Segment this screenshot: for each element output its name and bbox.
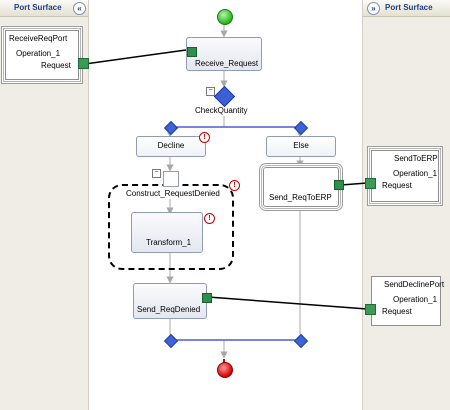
- send-req-to-erp-shape[interactable]: Send_ReqToERP: [261, 165, 341, 209]
- port-bindings: [84, 49, 368, 310]
- send-erp-port-message: Request: [382, 181, 412, 190]
- send-erp-message-icon: [334, 180, 344, 190]
- send-erp-port-name: SendToERP: [394, 154, 438, 163]
- send-req-to-erp-label: Send_ReqToERP: [269, 193, 332, 202]
- transform-error-icon: !: [204, 213, 215, 224]
- receive-request-label: Receive_Request: [195, 59, 259, 68]
- send-decline-port-operation: Operation_1: [393, 295, 438, 304]
- double-chevron-left-icon[interactable]: «: [73, 2, 86, 15]
- decide-collapse-icon[interactable]: −: [206, 87, 215, 96]
- decline-branch-label: Decline: [157, 141, 185, 150]
- transform-shape[interactable]: Transform_1: [131, 212, 203, 253]
- else-branch-label: Else: [293, 141, 309, 150]
- left-port-surface-header: Port Surface «: [0, 0, 88, 17]
- send-to-erp-port[interactable]: SendToERP Operation_1 Request: [369, 148, 441, 204]
- decline-branch[interactable]: Decline: [136, 136, 206, 157]
- start-shape-icon[interactable]: [217, 9, 233, 25]
- end-stem: [223, 359, 225, 363]
- binding-receive-port: [84, 49, 187, 65]
- construct-collapse-icon[interactable]: −: [152, 169, 161, 178]
- send-decline-port-message: Request: [382, 307, 412, 316]
- right-port-surface: » Port Surface: [362, 0, 450, 410]
- receive-req-port[interactable]: ReceiveReqPort Operation_1 Request: [3, 28, 81, 82]
- construct-request-denied-label: Construct_RequestDenied: [126, 189, 220, 198]
- receive-port-message: Request: [41, 61, 71, 70]
- receive-port-message-icon[interactable]: [78, 58, 89, 69]
- left-port-surface-title: Port Surface: [14, 3, 62, 12]
- send-erp-port-operation: Operation_1: [393, 169, 438, 178]
- decline-error-icon: !: [199, 132, 210, 143]
- construct-error-icon: !: [229, 180, 240, 191]
- send-req-denied-label: Send_ReqDenied: [137, 305, 201, 314]
- receive-message-icon: [187, 47, 197, 57]
- send-decline-port[interactable]: SendDeclinePort Operation_1 Request: [371, 276, 445, 326]
- construct-shape-icon[interactable]: [163, 171, 179, 187]
- send-req-denied-shape[interactable]: Send_ReqDenied: [133, 283, 207, 319]
- binding-send-decline-port: [207, 296, 368, 310]
- receive-request-shape[interactable]: Receive_Request: [186, 37, 262, 71]
- right-port-surface-title: Port Surface: [385, 3, 433, 12]
- check-quantity-label: CheckQuantity: [195, 106, 248, 115]
- end-shape-icon[interactable]: [217, 362, 233, 378]
- send-decline-port-name: SendDeclinePort: [384, 280, 445, 289]
- else-branch[interactable]: Else: [266, 136, 336, 157]
- right-port-surface-header: » Port Surface: [363, 0, 450, 17]
- send-decline-port-message-icon[interactable]: [365, 304, 376, 315]
- double-chevron-right-icon[interactable]: »: [367, 2, 380, 15]
- transform-label: Transform_1: [146, 238, 192, 247]
- binding-send-erp-port: [340, 182, 368, 186]
- send-erp-port-message-icon[interactable]: [365, 178, 376, 189]
- send-denied-message-icon: [202, 293, 212, 303]
- receive-port-name: ReceiveReqPort: [9, 34, 68, 43]
- receive-port-operation: Operation_1: [16, 49, 61, 58]
